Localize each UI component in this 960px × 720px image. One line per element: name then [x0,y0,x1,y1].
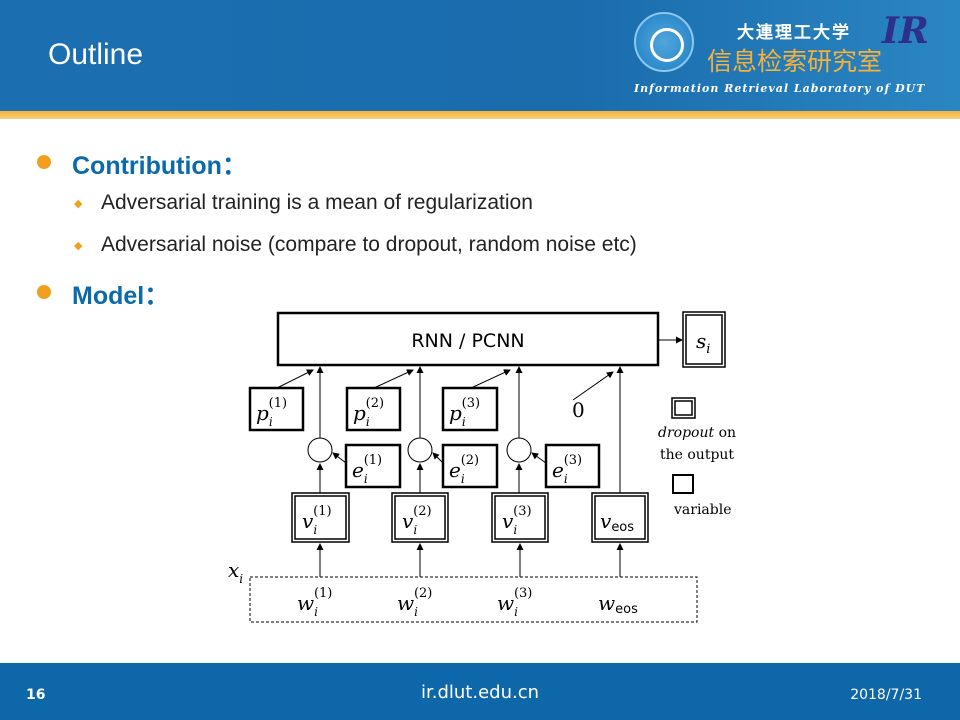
bullet-icon [37,285,51,299]
noise-label: ei(1) [352,453,382,486]
input-sentence-box [249,576,698,623]
slide-title: Outline [48,38,144,71]
weos-label: weos [598,591,638,617]
logo-lab-en: Information Retrieval Laboratory of DUT [634,82,926,95]
logo-lab-cn: 信息检索研究室 [707,47,883,76]
position-label: pi(2) [353,396,384,429]
output-label: si [696,329,710,357]
veos-label: veos [600,509,634,535]
header-accent-line [0,111,960,119]
word-label: wi(1) [297,586,332,619]
logo-university: 大連理工大学 [737,23,851,43]
bullet-icon [37,155,51,169]
vector-label: vi(1) [302,504,332,537]
vector-label: vi(2) [402,504,432,537]
legend-variable: variable [673,502,732,518]
page-number: 16 [26,687,46,703]
logo-ir-mark: IR [882,10,929,52]
lab-logo: 大連理工大学 信息检索研究室 IR Information Retrieval … [632,10,957,105]
footer-url: ir.dlut.edu.cn [420,682,540,703]
slide-header [0,0,960,111]
word-label: wi(2) [397,586,432,619]
legend-dropout-line2: the output [660,447,734,463]
rnn-box [276,311,660,367]
position-label: pi(1) [256,396,287,429]
noise-label: ei(3) [552,453,582,486]
legend-dropout: dropout on [658,425,736,441]
university-seal-icon [634,12,694,72]
bullet-model: Model： [72,282,170,310]
noise-label: ei(2) [449,453,479,486]
word-label: wi(3) [497,586,532,619]
slide-footer [0,663,960,720]
output-box [685,314,723,365]
vector-label: vi(3) [502,504,532,537]
sub-bullet: Adversarial training is a mean of regula… [101,191,533,214]
diamond-bullet-icon: ◆ [74,239,83,252]
diamond-bullet-icon: ◆ [74,197,83,210]
sub-bullet: Adversarial noise (compare to dropout, r… [101,233,637,256]
rnn-label: RNN / PCNN [411,330,524,352]
footer-date: 2018/7/31 [850,687,922,703]
position-label: pi(3) [449,396,480,429]
bullet-contribution: Contribution： [72,152,247,180]
xi-label: xi [228,558,243,586]
zero-label: 0 [572,398,585,422]
